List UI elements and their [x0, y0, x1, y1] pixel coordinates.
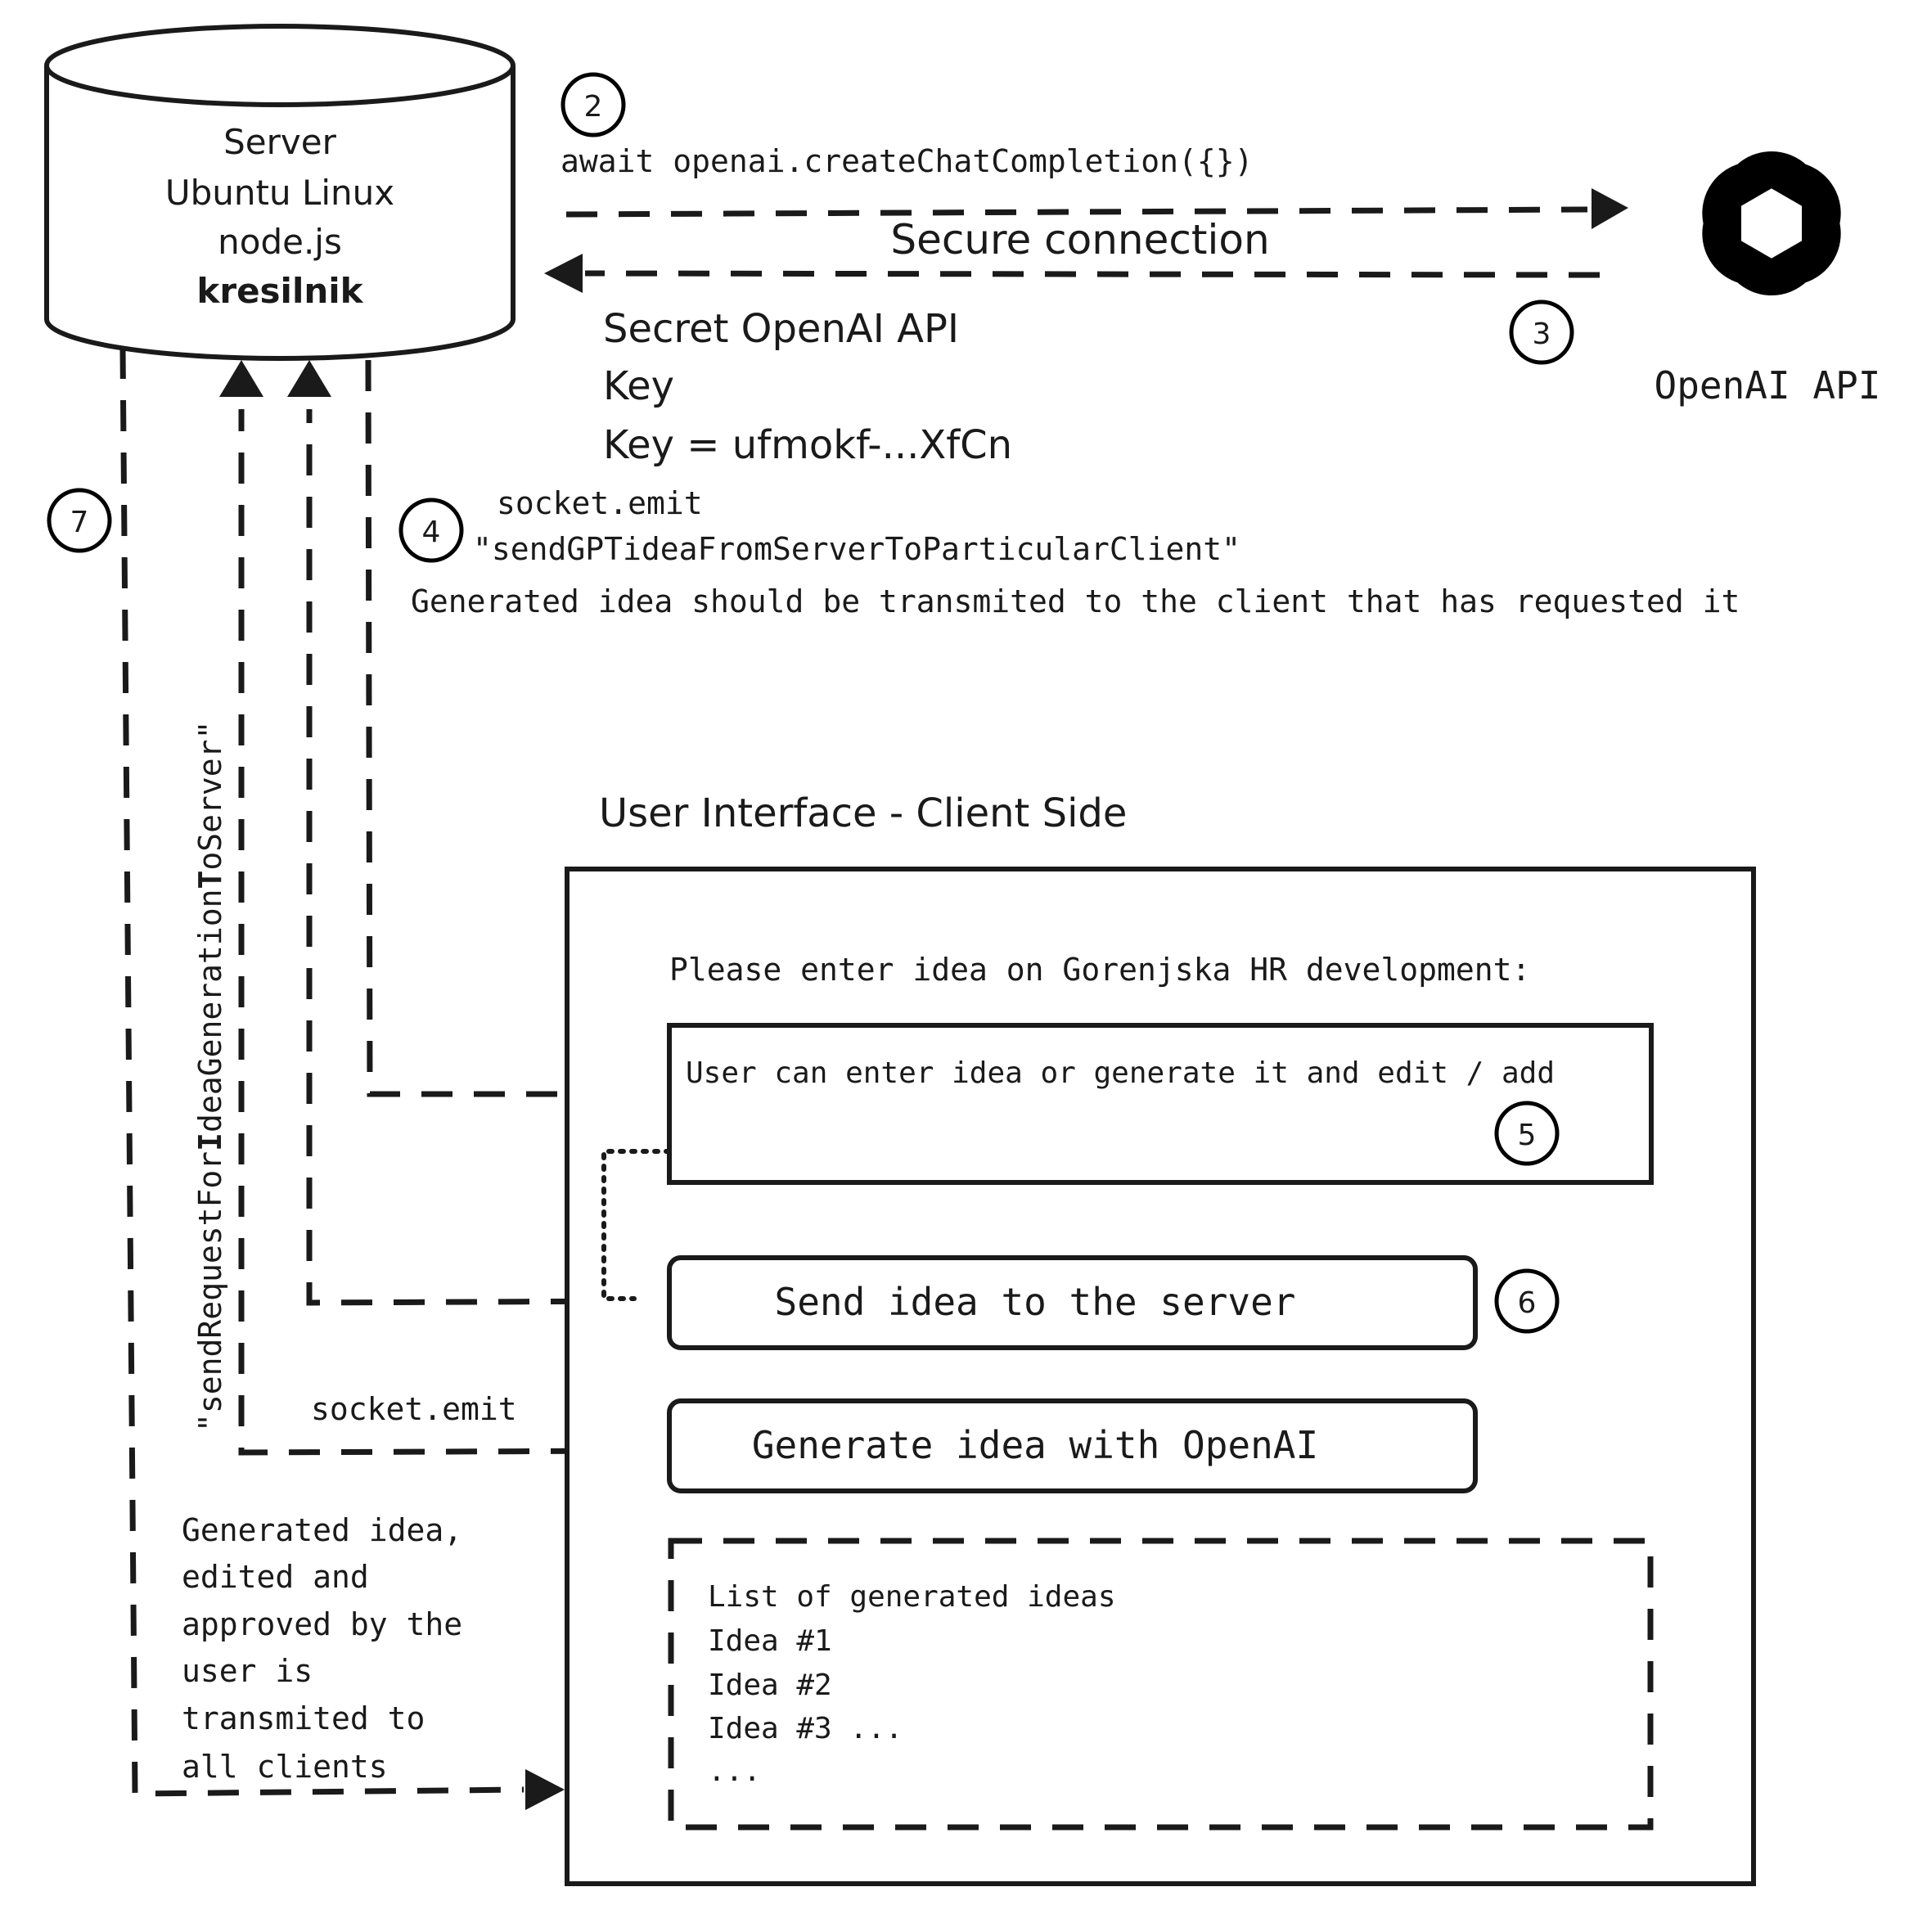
svg-text:3: 3 — [1533, 317, 1551, 351]
svg-text:all clients: all clients — [182, 1749, 388, 1785]
edit-dotted-connector — [601, 1149, 672, 1301]
svg-text:5: 5 — [1518, 1119, 1537, 1152]
send-idea-line — [306, 409, 635, 1306]
openai-call-code: await openai.createChatCompletion({}) — [561, 143, 1253, 179]
secret-key-line3: Key = ufmokf-...XfCn — [603, 422, 1012, 468]
ideas-list-item[interactable]: Idea #2 — [708, 1669, 832, 1702]
server-os: Ubuntu Linux — [165, 173, 394, 213]
ideas-list-item[interactable]: Idea #3 ... — [708, 1712, 903, 1745]
svg-text:user is: user is — [182, 1653, 313, 1689]
svg-text:approved by the: approved by the — [182, 1606, 462, 1642]
step-3-badge: 3 — [1509, 299, 1574, 365]
secret-key-line2: Key — [603, 363, 674, 409]
ui-title: User Interface - Client Side — [599, 790, 1127, 836]
step4-event-name: "sendGPTideaFromServerToParticularClient… — [473, 531, 1240, 567]
step-4-badge: 4 — [398, 498, 464, 563]
generate-request-arrowhead — [219, 360, 263, 397]
ideas-list-title: List of generated ideas — [708, 1580, 1116, 1614]
request-arrow-line — [565, 206, 1588, 218]
secret-key-line1: Secret OpenAI API — [603, 306, 959, 352]
response-arrow-line — [584, 270, 1601, 278]
step4-emit: socket.emit — [497, 485, 703, 521]
idea-input-text: User can enter idea or generate it and e… — [686, 1056, 1555, 1090]
generate-request-line — [238, 409, 635, 1456]
step4-description: Generated idea should be transmited to t… — [411, 583, 1740, 619]
svg-text:Generated idea,: Generated idea, — [182, 1512, 462, 1548]
step-5-badge: 5 — [1494, 1101, 1560, 1166]
svg-text:4: 4 — [422, 516, 441, 549]
send-idea-button[interactable]: Send idea to the server — [667, 1255, 1478, 1350]
vertical-event-name: "sendRequestForIdeaGenerationToServer" — [192, 721, 228, 1432]
request-arrowhead — [1592, 188, 1628, 229]
svg-text:transmited to: transmited to — [182, 1700, 425, 1736]
svg-text:7: 7 — [70, 506, 89, 539]
step-2-badge: 2 — [561, 72, 626, 137]
ui-prompt: Please enter idea on Gorenjska HR develo… — [669, 952, 1530, 988]
svg-text:2: 2 — [584, 90, 603, 124]
step-7-badge: 7 — [47, 488, 112, 553]
server-name: kresilnik — [196, 271, 363, 311]
step-6-badge: 6 — [1494, 1268, 1560, 1334]
idea-input[interactable] — [667, 1023, 1654, 1185]
send-idea-button-label: Send idea to the server — [775, 1280, 1296, 1324]
generate-idea-button-label: Generate idea with OpenAI — [752, 1423, 1318, 1467]
ideas-list-box — [668, 1538, 1654, 1831]
generate-idea-button[interactable]: Generate idea with OpenAI — [667, 1398, 1478, 1493]
server-title: Server — [223, 122, 336, 162]
server-runtime: node.js — [218, 222, 342, 262]
server-cylinder: Server Ubuntu Linux node.js kresilnik — [44, 24, 516, 361]
ideas-list-item[interactable]: Idea #1 — [708, 1624, 832, 1658]
ideas-list-item: ... — [708, 1754, 761, 1788]
openai-label: OpenAI API — [1655, 363, 1881, 408]
broadcast-description: Generated idea, edited and approved by t… — [182, 1512, 462, 1785]
send-idea-arrowhead — [287, 360, 331, 397]
secure-connection-label: Secure connection — [890, 216, 1269, 263]
broadcast-line — [119, 347, 525, 1797]
openai-logo-icon — [1702, 151, 1841, 295]
broadcast-arrowhead — [525, 1769, 565, 1810]
svg-text:6: 6 — [1518, 1286, 1537, 1320]
step1-emit: socket.emit — [311, 1391, 517, 1427]
server-to-client-line — [365, 359, 614, 1097]
response-arrowhead — [544, 254, 583, 293]
svg-text:edited and: edited and — [182, 1559, 369, 1595]
